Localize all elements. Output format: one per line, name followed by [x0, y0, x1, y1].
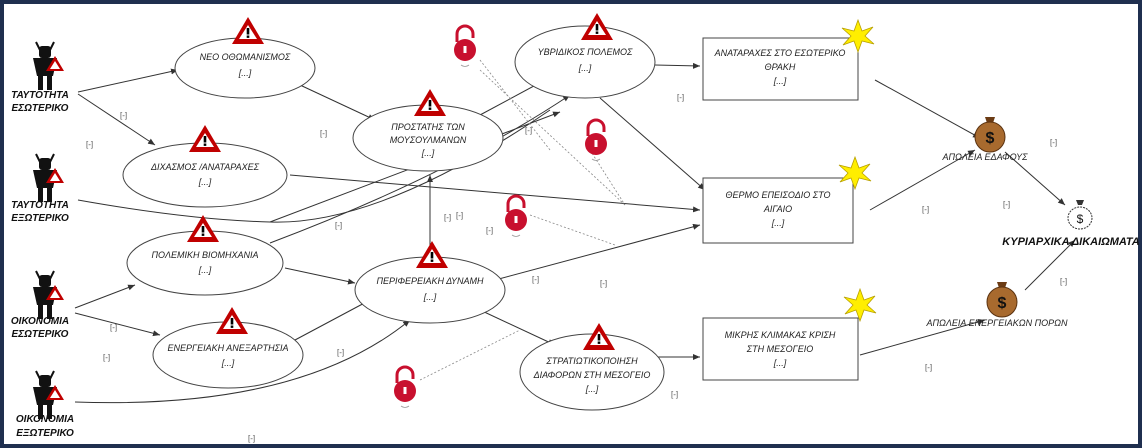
- edge-marker[interactable]: [-]: [335, 221, 342, 230]
- svg-text:ΠΕΡΙΦΕΡΕΙΑΚΗ ΔΥΝΑΜΗ: ΠΕΡΙΦΕΡΕΙΑΚΗ ΔΥΝΑΜΗ: [376, 276, 484, 286]
- threat-actor-icon: [32, 153, 65, 203]
- edge-marker[interactable]: [-]: [1060, 277, 1067, 286]
- actor-label: ΟΙΚΟΝΟΜΙΑ: [16, 414, 74, 425]
- open-padlock-icon[interactable]: [452, 24, 478, 68]
- svg-text:[...]: [...]: [421, 148, 435, 158]
- event-node-aegean-incident[interactable]: ΘΕΡΜΟ ΕΠΕΙΣΟΔΙΟ ΣΤΟ ΑΙΓΑΙΟ [...]: [702, 156, 872, 244]
- edge-marker[interactable]: [-]: [444, 213, 451, 222]
- actor-economy-external[interactable]: ΟΙΚΟΝΟΜΙΑ ΕΞΩΤΕΡΙΚΟ: [16, 370, 74, 439]
- open-padlock-icon[interactable]: [583, 118, 609, 162]
- open-padlock-icon[interactable]: [392, 365, 418, 409]
- svg-text:[...]: [...]: [198, 265, 212, 275]
- warning-triangle-icon: [414, 89, 446, 116]
- svg-text:ΑΝΑΤΑΡΑΧΕΣ ΣΤΟ ΕΣΩΤΕΡΙΚΟ: ΑΝΑΤΑΡΑΧΕΣ ΣΤΟ ΕΣΩΤΕΡΙΚΟ: [714, 48, 846, 58]
- edge-marker[interactable]: [-]: [320, 129, 327, 138]
- goal-sovereign-rights[interactable]: $ ΚΥΡΙΑΡΧΙΚΑ ΔΙΚΑΙΩΜΑΤΑ: [1002, 200, 1140, 248]
- svg-text:ΔΙΧΑΣΜΟΣ /ΑΝΑΤΑΡΑΧΕΣ: ΔΙΧΑΣΜΟΣ /ΑΝΑΤΑΡΑΧΕΣ: [150, 162, 260, 172]
- actor-identity-external[interactable]: ΤΑΥΤΟΤΗΤΑ ΕΞΩΤΕΡΙΚΟ: [11, 153, 69, 224]
- threat-actor-icon: [32, 270, 65, 320]
- svg-text:[...]: [...]: [585, 384, 599, 394]
- edge-marker[interactable]: [-]: [922, 205, 929, 214]
- actor-label: ΕΣΩΤΕΡΙΚΟ: [12, 329, 69, 340]
- edge-marker[interactable]: [-]: [1050, 138, 1057, 147]
- actor-label: ΕΞΩΤΕΡΙΚΟ: [16, 428, 74, 439]
- svg-text:ΔΙΑΦΟΡΩΝ ΣΤΗ ΜΕΣΟΓΕΙΟ: ΔΙΑΦΟΡΩΝ ΣΤΗ ΜΕΣΟΓΕΙΟ: [533, 370, 651, 380]
- svg-text:[...]: [...]: [771, 218, 785, 228]
- svg-text:ΠΟΛΕΜΙΚΗ ΒΙΟΜΗΧΑΝΙΑ: ΠΟΛΕΜΙΚΗ ΒΙΟΜΗΧΑΝΙΑ: [152, 250, 259, 260]
- edge-marker[interactable]: [-]: [677, 93, 684, 102]
- svg-text:ΣΤΗ ΜΕΣΟΓΕΙΟ: ΣΤΗ ΜΕΣΟΓΕΙΟ: [746, 344, 813, 354]
- threat-node-division-unrest[interactable]: ΔΙΧΑΣΜΟΣ /ΑΝΑΤΑΡΑΧΕΣ [...]: [122, 125, 288, 208]
- actor-label: ΕΞΩΤΕΡΙΚΟ: [11, 213, 69, 224]
- edge-marker[interactable]: [-]: [486, 226, 493, 235]
- edge-marker[interactable]: [-]: [456, 211, 463, 220]
- threat-node-war-industry[interactable]: ΠΟΛΕΜΙΚΗ ΒΙΟΜΗΧΑΝΙΑ [...]: [126, 215, 284, 296]
- threat-actor-icon: [32, 370, 65, 420]
- svg-text:ΘΡΑΚΗ: ΘΡΑΚΗ: [765, 62, 796, 72]
- threat-node-regional-power[interactable]: ΠΕΡΙΦΕΡΕΙΑΚΗ ΔΥΝΑΜΗ [...]: [354, 241, 506, 324]
- event-node-mediterranean-crisis[interactable]: ΜΙΚΡΗΣ ΚΛΙΜΑΚΑΣ ΚΡΙΣΗ ΣΤΗ ΜΕΣΟΓΕΙΟ [...]: [702, 288, 877, 381]
- consequence-territory-loss[interactable]: ΑΠΩΛΕΙΑ ΕΔΑΦΟΥΣ: [941, 116, 1028, 162]
- edge-marker[interactable]: [-]: [671, 390, 678, 399]
- threat-node-militarization[interactable]: ΣΤΡΑΤΙΩΤΙΚΟΠΟΙΗΣΗ ΔΙΑΦΟΡΩΝ ΣΤΗ ΜΕΣΟΓΕΙΟ …: [519, 323, 665, 411]
- threat-node-protector-muslims[interactable]: ΠΡΟΣΤΑΤΗΣ ΤΩΝ ΜΟΥΣΟΥΛΜΑΝΩΝ [...]: [352, 89, 504, 172]
- svg-text:[...]: [...]: [423, 292, 437, 302]
- svg-text:ΑΙΓΑΙΟ: ΑΙΓΑΙΟ: [763, 204, 792, 214]
- money-bag-icon: [974, 116, 1006, 153]
- explosion-burst-icon: [843, 288, 877, 322]
- edge-marker[interactable]: [-]: [110, 323, 117, 332]
- open-padlock-icon[interactable]: [503, 194, 529, 238]
- edge-marker[interactable]: [-]: [120, 111, 127, 120]
- edge-marker[interactable]: [-]: [525, 126, 532, 135]
- warning-triangle-icon: [189, 125, 221, 152]
- svg-text:ΝΕΟ ΟΘΩΜΑΝΙΣΜΟΣ: ΝΕΟ ΟΘΩΜΑΝΙΣΜΟΣ: [200, 52, 291, 62]
- edge-marker[interactable]: [-]: [1003, 200, 1010, 209]
- svg-text:[...]: [...]: [773, 358, 787, 368]
- actor-economy-internal[interactable]: ΟΙΚΟΝΟΜΙΑ ΕΣΩΤΕΡΙΚΟ: [11, 270, 69, 340]
- warning-triangle-icon: [216, 307, 248, 334]
- threat-node-hybrid-war[interactable]: ΥΒΡΙΔΙΚΟΣ ΠΟΛΕΜΟΣ [...]: [514, 13, 656, 99]
- actor-label: ΤΑΥΤΟΤΗΤΑ: [11, 200, 69, 211]
- svg-text:ΘΕΡΜΟ ΕΠΕΙΣΟΔΙΟ ΣΤΟ: ΘΕΡΜΟ ΕΠΕΙΣΟΔΙΟ ΣΤΟ: [725, 190, 830, 200]
- edge-marker[interactable]: [-]: [532, 275, 539, 284]
- svg-text:ΚΥΡΙΑΡΧΙΚΑ ΔΙΚΑΙΩΜΑΤΑ: ΚΥΡΙΑΡΧΙΚΑ ΔΙΚΑΙΩΜΑΤΑ: [1002, 236, 1139, 248]
- edge-markers: [-] [-] [-] [-] [-] [-] [-] [-] [-] [-] …: [86, 93, 1067, 443]
- edge-marker[interactable]: [-]: [86, 140, 93, 149]
- svg-text:[...]: [...]: [773, 76, 787, 86]
- actor-label: ΕΣΩΤΕΡΙΚΟ: [12, 103, 69, 114]
- consequence-energy-loss[interactable]: ΑΠΩΛΕΙΑ ΕΝΕΡΓΕΙΑΚΩΝ ΠΟΡΩΝ: [926, 281, 1068, 328]
- threat-actor-icon: [32, 41, 65, 91]
- svg-text:ΣΤΡΑΤΙΩΤΙΚΟΠΟΙΗΣΗ: ΣΤΡΑΤΙΩΤΙΚΟΠΟΙΗΣΗ: [545, 356, 638, 366]
- actor-identity-internal[interactable]: ΤΑΥΤΟΤΗΤΑ ΕΣΩΤΕΡΙΚΟ: [11, 41, 69, 114]
- warning-triangle-icon: [232, 17, 264, 44]
- svg-text:[...]: [...]: [221, 358, 235, 368]
- svg-text:ΑΠΩΛΕΙΑ ΕΝΕΡΓΕΙΑΚΩΝ ΠΟΡΩΝ: ΑΠΩΛΕΙΑ ΕΝΕΡΓΕΙΑΚΩΝ ΠΟΡΩΝ: [926, 318, 1068, 328]
- svg-text:[...]: [...]: [238, 68, 252, 78]
- svg-text:ΕΝΕΡΓΕΙΑΚΗ ΑΝΕΞΑΡΤΗΣΙΑ: ΕΝΕΡΓΕΙΑΚΗ ΑΝΕΞΑΡΤΗΣΙΑ: [167, 343, 288, 353]
- edge-marker[interactable]: [-]: [337, 348, 344, 357]
- svg-text:[...]: [...]: [578, 63, 592, 73]
- threat-node-energy-independence[interactable]: ΕΝΕΡΓΕΙΑΚΗ ΑΝΕΞΑΡΤΗΣΙΑ [...]: [152, 307, 304, 389]
- edge-marker[interactable]: [-]: [248, 434, 255, 443]
- svg-text:ΑΠΩΛΕΙΑ ΕΔΑΦΟΥΣ: ΑΠΩΛΕΙΑ ΕΔΑΦΟΥΣ: [941, 152, 1028, 162]
- money-bag-icon: [986, 281, 1018, 318]
- event-node-thrace-unrest[interactable]: ΑΝΑΤΑΡΑΧΕΣ ΣΤΟ ΕΣΩΤΕΡΙΚΟ ΘΡΑΚΗ [...]: [702, 19, 875, 101]
- edge-marker[interactable]: [-]: [925, 363, 932, 372]
- svg-text:ΜΟΥΣΟΥΛΜΑΝΩΝ: ΜΟΥΣΟΥΛΜΑΝΩΝ: [390, 135, 467, 145]
- svg-text:[...]: [...]: [198, 177, 212, 187]
- actor-label: ΟΙΚΟΝΟΜΙΑ: [11, 316, 69, 327]
- edge-marker[interactable]: [-]: [600, 279, 607, 288]
- svg-text:ΜΙΚΡΗΣ ΚΛΙΜΑΚΑΣ ΚΡΙΣΗ: ΜΙΚΡΗΣ ΚΛΙΜΑΚΑΣ ΚΡΙΣΗ: [725, 330, 836, 340]
- svg-text:ΥΒΡΙΔΙΚΟΣ ΠΟΛΕΜΟΣ: ΥΒΡΙΔΙΚΟΣ ΠΟΛΕΜΟΣ: [538, 47, 633, 57]
- dollar-icon: $: [1077, 212, 1084, 226]
- threat-node-neo-ottomanism[interactable]: ΝΕΟ ΟΘΩΜΑΝΙΣΜΟΣ [...]: [174, 17, 316, 99]
- warning-triangle-icon: [416, 241, 448, 268]
- edge-marker[interactable]: [-]: [103, 353, 110, 362]
- svg-text:ΠΡΟΣΤΑΤΗΣ ΤΩΝ: ΠΡΟΣΤΑΤΗΣ ΤΩΝ: [391, 122, 465, 132]
- actor-label: ΤΑΥΤΟΤΗΤΑ: [11, 90, 69, 101]
